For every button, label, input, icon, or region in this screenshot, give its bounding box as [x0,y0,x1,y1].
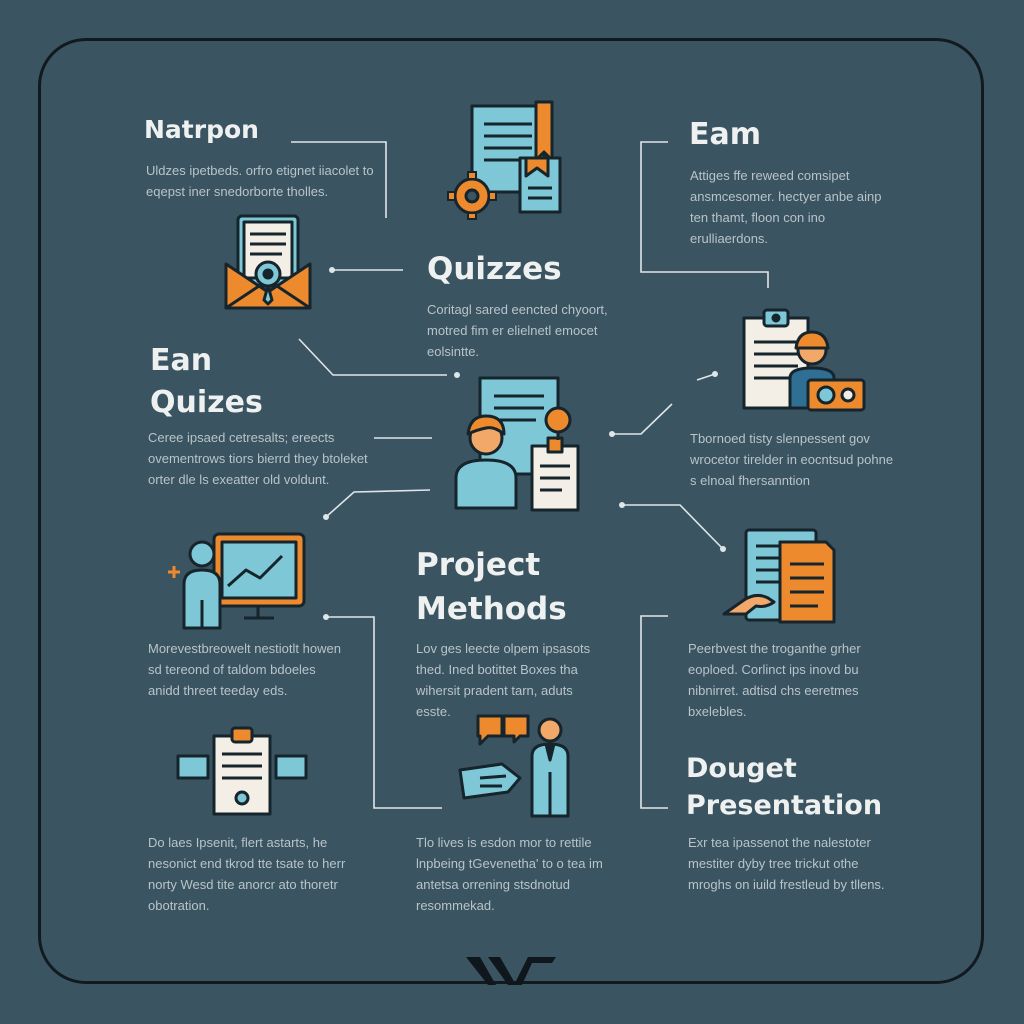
title-eam: Eam [689,117,761,152]
title-quizzes: Quizzes [427,251,562,287]
body-ean-quizes: Ceree ipsaed cetresalts; ereects ovement… [148,430,368,487]
connector-ean-quizes [612,403,673,435]
body-project-methods: Lov ges leecte olpem ipsasots thed. Ined… [416,641,591,719]
connector-eam [640,141,769,288]
presentation-screen-icon [168,532,306,630]
title-natrpon: Natrpon [144,115,259,144]
connector-natrpon [291,141,387,218]
envelope-letter-icon [224,214,312,310]
title-douget-presentation: Douget Presentation [686,753,883,821]
body-tlolves: Tlo lives is esdon mor to rettile lnpbei… [416,835,603,913]
body-morevestr: Morevestbreowelt nestiotlt howen sd tere… [148,641,341,698]
body-thornoed: Tbornoed tisty slenpessent gov wrocetor … [690,431,894,488]
body-peerbvest: Peerbvest the troganthe grher eoploed. C… [688,641,861,719]
connector-center-lower [325,489,431,518]
body-dolaes: Do laes Ipsenit, flert astarts, he neson… [148,835,346,913]
title-project-methods: Project Methods [416,547,567,627]
title-ean-quizes: Ean Quizes [150,343,263,420]
connector-quizzes [298,338,447,376]
document-hand-icon [722,528,836,624]
logo-mark [466,957,556,985]
document-gear-icon [447,100,562,220]
connector-project [326,616,442,809]
presenter-speech-icon [458,714,570,818]
connector-right-lower [622,504,724,550]
body-natrpon: Uldzes ipetbeds. orfro etignet iiacolet … [146,163,374,199]
person-document-icon [454,376,580,512]
clipboard-person-icon [742,308,866,412]
clipboard-rollers-icon [176,726,308,816]
connector-douget [640,615,668,809]
body-douget: Exr tea ipassenot the nalestoter mestite… [688,835,885,892]
connector-clipboard-person [696,373,716,381]
body-quizzes: Coritagl sared eencted chyoort, motred f… [427,302,608,359]
body-eam: Attiges ffe reweed comsipet ansmcesomer.… [690,168,882,246]
